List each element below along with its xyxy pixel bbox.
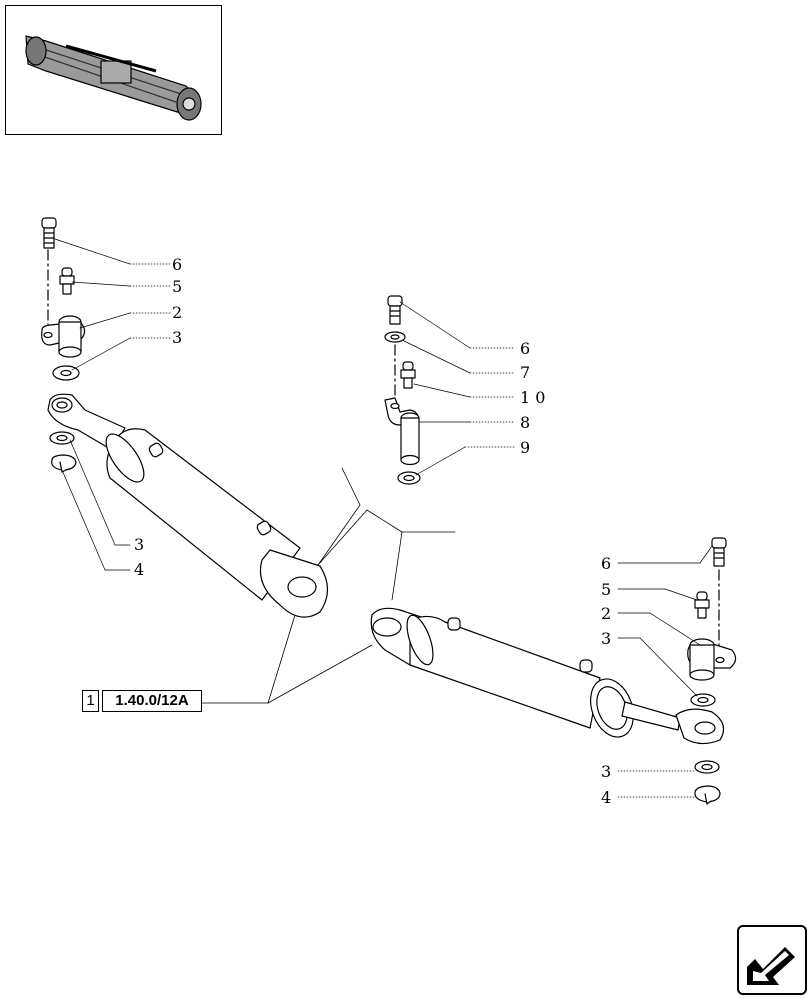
right-bolt	[711, 537, 727, 567]
callout-left-2: 2	[172, 303, 182, 322]
center-pin	[384, 397, 420, 466]
center-washer-bottom	[397, 471, 421, 485]
left-circlip	[51, 454, 77, 473]
center-bolt	[387, 295, 403, 325]
center-washer-top	[384, 331, 406, 343]
callout-left-6: 6	[172, 255, 182, 274]
next-arrow-icon	[747, 947, 795, 985]
left-grease-nipple	[59, 267, 75, 295]
callout-left-4: 4	[134, 560, 144, 579]
callout-left-3b: 3	[134, 535, 144, 554]
callout-right-6: 6	[601, 554, 611, 573]
callout-center-7: 7	[520, 363, 530, 382]
left-pin-plate	[41, 315, 86, 358]
right-grease-nipple	[694, 591, 710, 619]
right-cylinder	[370, 607, 725, 745]
reference-code-link[interactable]: 1.40.0/12A	[102, 690, 202, 712]
callout-center-9: 9	[520, 438, 530, 457]
axle-thumbnail-icon	[25, 35, 202, 121]
center-grease-nipple	[400, 361, 416, 389]
callout-right-2: 2	[601, 604, 611, 623]
next-page-button[interactable]	[737, 925, 807, 995]
right-pin-plate	[687, 638, 737, 681]
right-washer-bottom	[694, 760, 720, 774]
callout-right-3b: 3	[601, 762, 611, 781]
axle-thumbnail	[5, 5, 222, 135]
reference-index[interactable]: 1	[82, 690, 99, 712]
callout-center-6: 6	[520, 339, 530, 358]
callout-left-3: 3	[172, 328, 182, 347]
right-circlip	[694, 785, 721, 805]
left-cylinder	[47, 393, 329, 618]
callout-center-8: 8	[520, 413, 530, 432]
left-washer-bottom	[49, 431, 75, 445]
callout-left-5: 5	[172, 277, 182, 296]
callout-right-4: 4	[601, 788, 611, 807]
callout-right-3: 3	[601, 629, 611, 648]
right-washer-top	[690, 693, 716, 707]
left-bolt	[41, 217, 57, 249]
callout-right-5: 5	[601, 580, 611, 599]
callout-center-10: 1 0	[520, 388, 545, 407]
